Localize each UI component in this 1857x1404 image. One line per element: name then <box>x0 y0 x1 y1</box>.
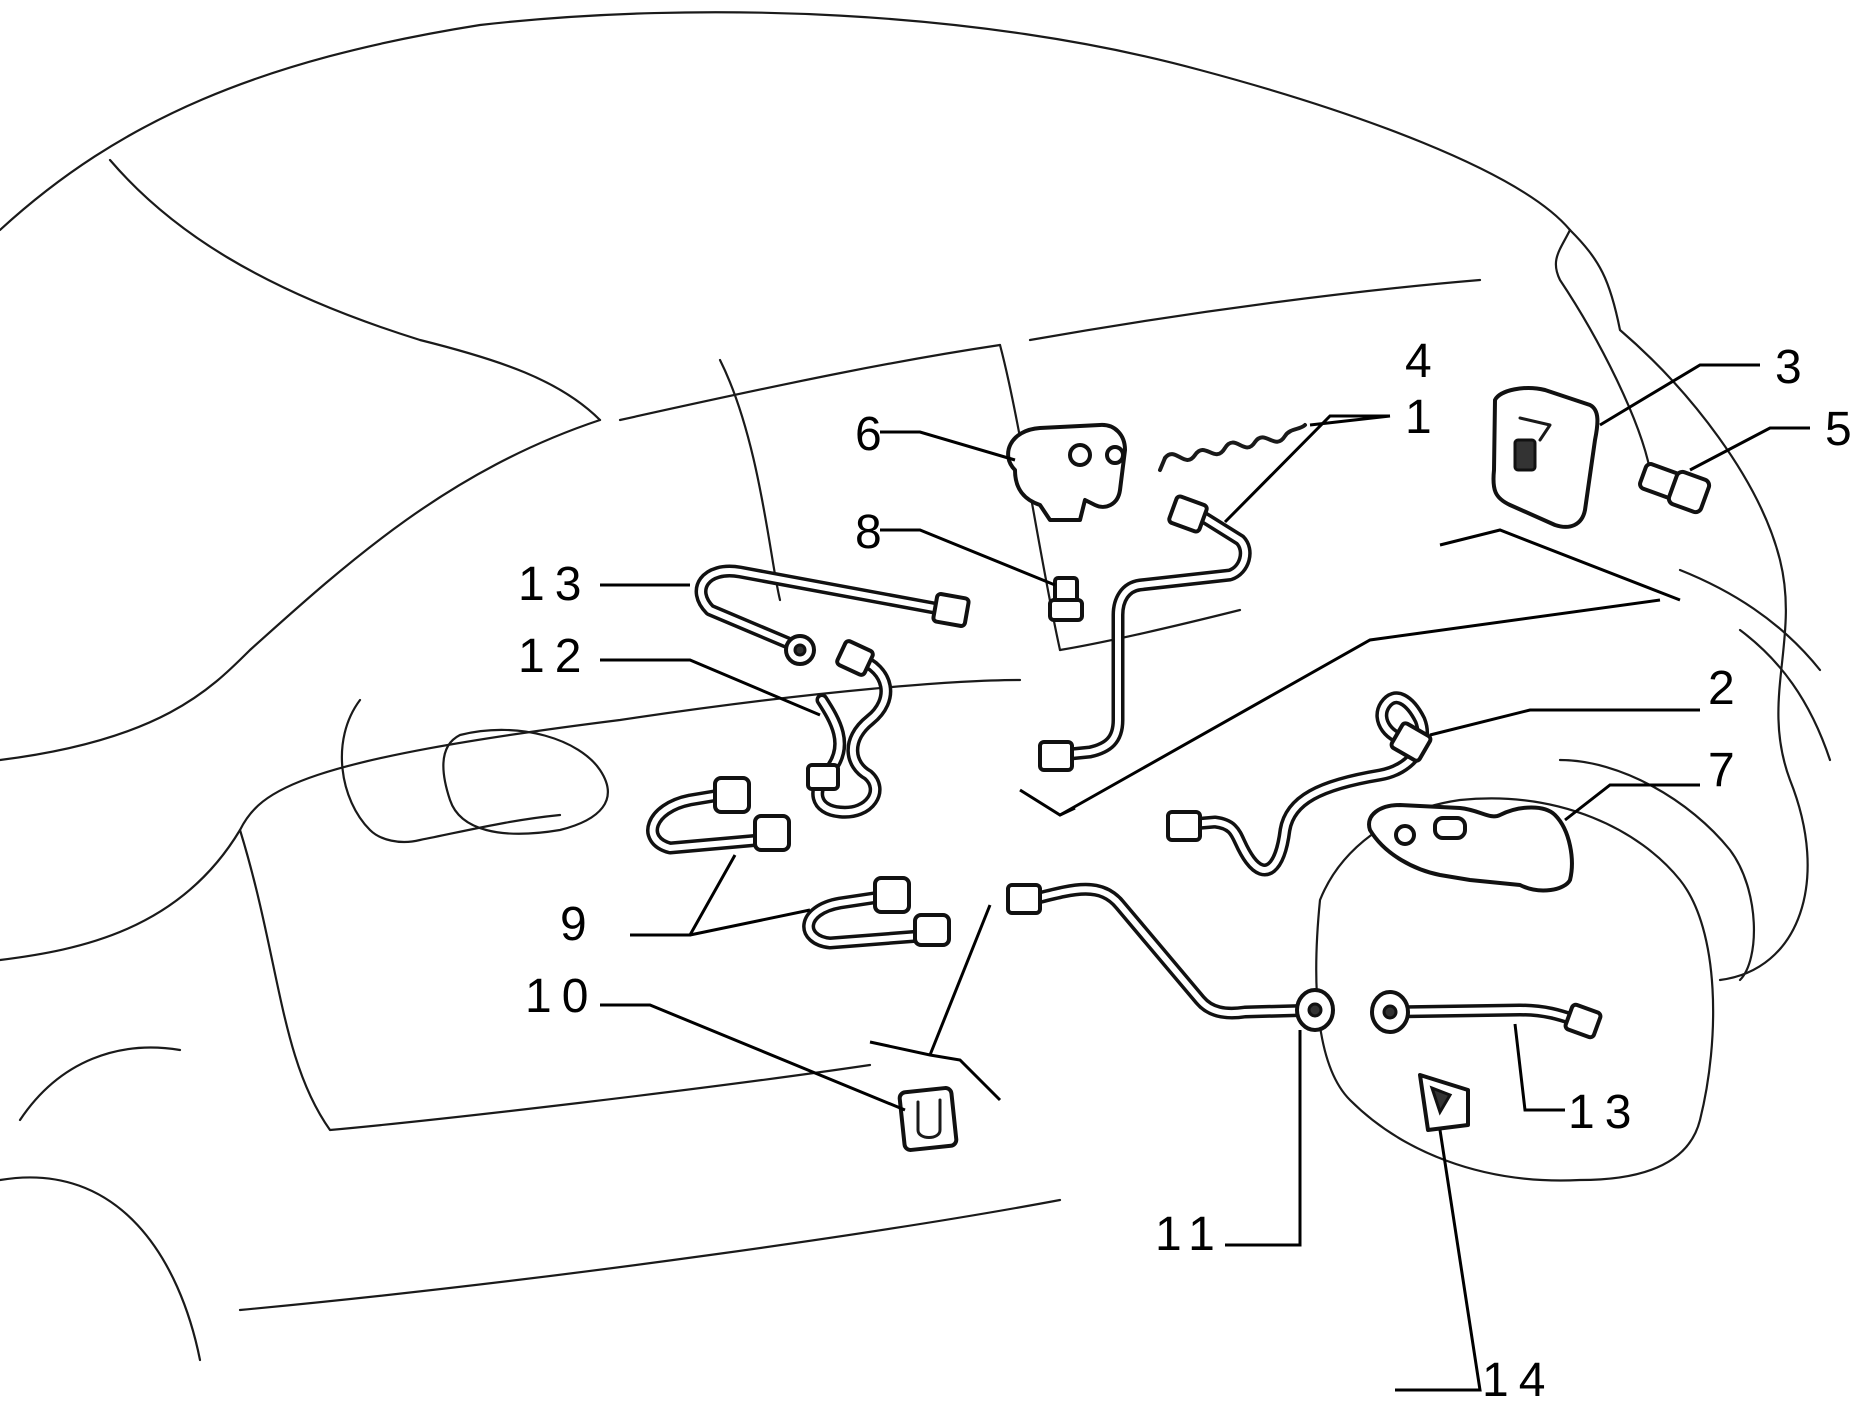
callout-5: 5 <box>1825 403 1857 456</box>
callout-2: 2 <box>1708 662 1745 715</box>
callout-6: 6 <box>855 408 892 461</box>
leader-lines <box>600 363 1810 1392</box>
callout-11: 11 <box>1155 1208 1225 1261</box>
callout-numbers: 1 4 3 5 6 8 13 12 2 7 9 10 11 13 14 <box>518 335 1857 1404</box>
spring-part <box>1158 423 1307 472</box>
bracket-3-part <box>1491 386 1600 529</box>
callout-4: 4 <box>1405 335 1442 388</box>
callout-13-top: 13 <box>518 558 591 611</box>
callout-8: 8 <box>855 506 892 559</box>
car-body-outline <box>0 11 1832 1362</box>
callout-13-bottom: 13 <box>1568 1086 1641 1139</box>
callout-1: 1 <box>1405 391 1442 444</box>
clip-10-part <box>897 1086 959 1152</box>
bracket-6-part <box>1006 422 1127 522</box>
callout-10: 10 <box>525 970 598 1023</box>
callout-12: 12 <box>518 630 591 683</box>
callout-3: 3 <box>1775 341 1812 394</box>
callout-7: 7 <box>1708 744 1745 797</box>
pipe-fittings <box>713 494 1603 1040</box>
bolt-8-part <box>1048 576 1084 622</box>
callout-14: 14 <box>1482 1354 1555 1404</box>
bracket-7-part <box>1367 803 1574 893</box>
clip-14-part <box>1418 1073 1470 1132</box>
bolt-5-part <box>1638 462 1712 515</box>
callout-9: 9 <box>560 898 597 951</box>
brake-pipes <box>646 508 1582 1027</box>
